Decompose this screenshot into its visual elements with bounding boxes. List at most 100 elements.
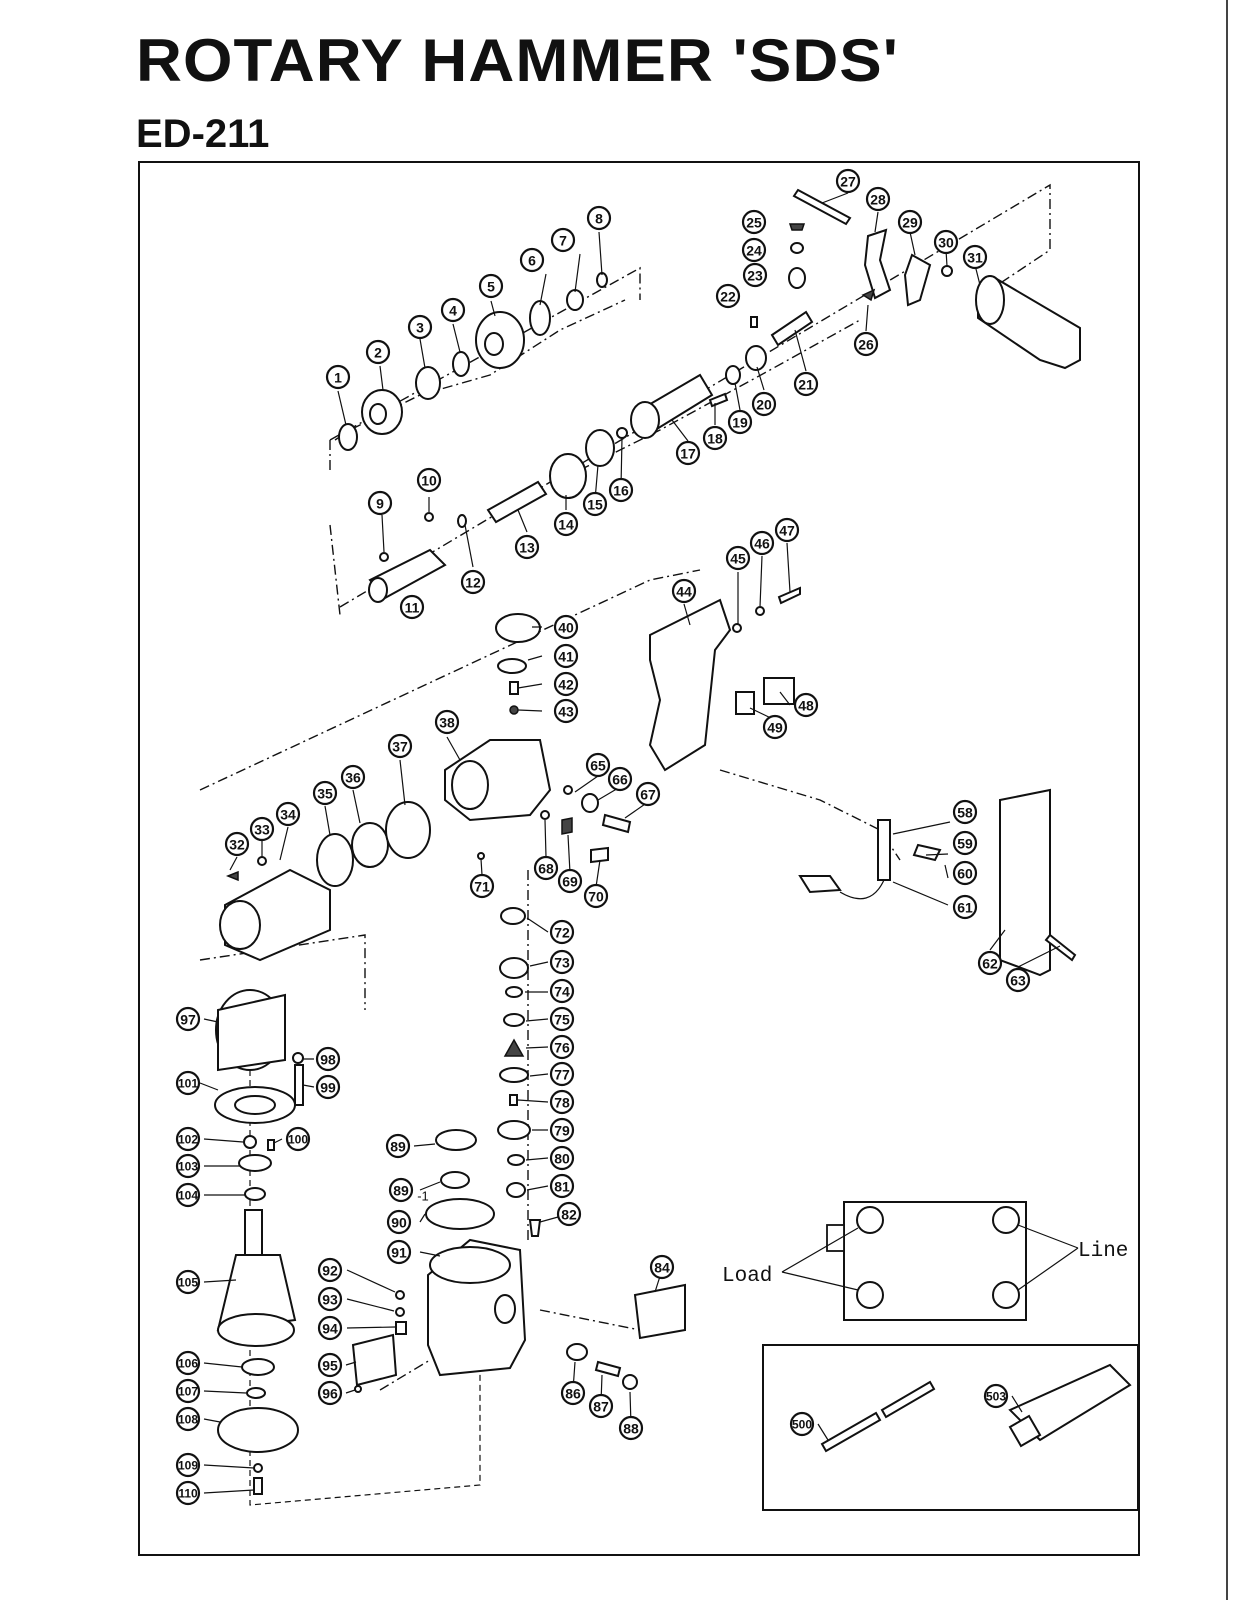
part-number-label: 106 bbox=[178, 1357, 198, 1371]
part-callout-40: 40 bbox=[553, 614, 579, 640]
part-callout-circle bbox=[365, 339, 391, 365]
part-callout-circle bbox=[582, 491, 608, 517]
part-number-label: 4 bbox=[449, 303, 457, 319]
part-callout-circle bbox=[549, 1145, 575, 1171]
part-number-label: 104 bbox=[178, 1189, 198, 1203]
wiring-inset: Load Line bbox=[722, 1201, 1128, 1321]
part-callout-41: 41 bbox=[553, 643, 579, 669]
part-number-label: 58 bbox=[957, 805, 973, 821]
part-callout-circle bbox=[549, 919, 575, 945]
part-callout-26: 26 bbox=[853, 331, 879, 357]
part-callout-38: 38 bbox=[434, 709, 460, 735]
part-number-label: 49 bbox=[767, 720, 783, 736]
part-callout-circle bbox=[317, 1257, 343, 1283]
part-callout-31: 31 bbox=[962, 244, 988, 270]
part-number-label: 100 bbox=[288, 1133, 308, 1147]
part-callout-circle bbox=[399, 594, 425, 620]
part-number-label: 68 bbox=[538, 861, 554, 877]
part-callout-16: 16 bbox=[608, 477, 634, 503]
part-number-label: 88 bbox=[623, 1421, 639, 1437]
part-number-label: 34 bbox=[280, 807, 296, 823]
part-callout-circle bbox=[897, 209, 923, 235]
part-callout-33: 33 bbox=[249, 816, 275, 842]
part-number-label: 32 bbox=[229, 837, 245, 853]
part-callout-104: 104 bbox=[175, 1182, 201, 1208]
part-number-label: 19 bbox=[732, 415, 748, 431]
part-callout-98: 98 bbox=[315, 1046, 341, 1072]
part-number-label: 103 bbox=[178, 1160, 198, 1174]
part-callout-30: 30 bbox=[933, 229, 959, 255]
diagram-frame bbox=[138, 161, 1140, 1556]
part-number-label: 107 bbox=[178, 1385, 198, 1399]
part-callout-61: 61 bbox=[952, 894, 978, 920]
part-callout-9: 9 bbox=[367, 490, 393, 516]
part-callout-5: 5 bbox=[478, 273, 504, 299]
part-number-label: 94 bbox=[322, 1321, 338, 1337]
part-number-label: 105 bbox=[178, 1276, 198, 1290]
part-callout-circle bbox=[749, 530, 775, 556]
part-callout-circle bbox=[416, 467, 442, 493]
part-callout-22: 22 bbox=[715, 283, 741, 309]
part-number-label: 66 bbox=[612, 772, 628, 788]
part-callout-23: 23 bbox=[742, 262, 768, 288]
part-callout-circle bbox=[317, 1352, 343, 1378]
part-callout-84: 84 bbox=[649, 1254, 675, 1280]
part-callout-circle bbox=[478, 273, 504, 299]
part-callout-circle bbox=[607, 766, 633, 792]
part-callout-106: 106 bbox=[175, 1350, 201, 1376]
part-callout-circle bbox=[533, 855, 559, 881]
part-callout-circle bbox=[741, 209, 767, 235]
part-callout-circle bbox=[553, 614, 579, 640]
part-number-label: 86 bbox=[565, 1386, 581, 1402]
part-callout-circle bbox=[952, 860, 978, 886]
part-number-label: 30 bbox=[938, 235, 954, 251]
part-callout-6: 6 bbox=[519, 247, 545, 273]
part-callout-circle bbox=[762, 714, 788, 740]
part-number-label: 108 bbox=[178, 1413, 198, 1427]
part-number-label: 15 bbox=[587, 497, 603, 513]
part-number-label: 61 bbox=[957, 900, 973, 916]
part-number-label: 22 bbox=[720, 289, 736, 305]
part-callout-circle bbox=[387, 733, 413, 759]
part-callout-78: 78 bbox=[549, 1089, 575, 1115]
part-callout-97: 97 bbox=[175, 1006, 201, 1032]
part-callout-500: 500 bbox=[789, 1411, 815, 1437]
part-callout-circle bbox=[977, 950, 1003, 976]
part-number-label: 76 bbox=[554, 1040, 570, 1056]
part-callout-94: 94 bbox=[317, 1315, 343, 1341]
part-number-label: 98 bbox=[320, 1052, 336, 1068]
part-callout-circle bbox=[933, 229, 959, 255]
part-callout-circle bbox=[727, 409, 753, 435]
part-callout-circle bbox=[550, 227, 576, 253]
part-callout-66: 66 bbox=[607, 766, 633, 792]
part-callout-95: 95 bbox=[317, 1352, 343, 1378]
part-callout-circle bbox=[741, 237, 767, 263]
part-callout-circle bbox=[315, 1074, 341, 1100]
part-callout-76: 76 bbox=[549, 1034, 575, 1060]
terminal-load-bottom bbox=[856, 1281, 884, 1309]
part-callout-15: 15 bbox=[582, 491, 608, 517]
part-number-label: 14 bbox=[558, 517, 574, 533]
part-callout-2: 2 bbox=[365, 339, 391, 365]
part-callout-circle bbox=[751, 391, 777, 417]
part-callout-92: 92 bbox=[317, 1257, 343, 1283]
part-callout-circle bbox=[774, 517, 800, 543]
part-callout-circle bbox=[865, 186, 891, 212]
part-number-label: 72 bbox=[554, 925, 570, 941]
part-callout-circle bbox=[549, 1089, 575, 1115]
part-callout-circle bbox=[175, 1269, 201, 1295]
part-number-label: 95 bbox=[322, 1358, 338, 1374]
part-callout-circle bbox=[317, 1315, 343, 1341]
part-number-label: 82 bbox=[561, 1207, 577, 1223]
part-callout-65: 65 bbox=[585, 752, 611, 778]
part-number-label: 31 bbox=[967, 250, 983, 266]
part-callout-circle bbox=[340, 764, 366, 790]
part-number-label: 5 bbox=[487, 279, 495, 295]
part-callout-circle bbox=[519, 247, 545, 273]
part-number-label: 109 bbox=[178, 1459, 198, 1473]
part-number-label: 42 bbox=[558, 677, 574, 693]
part-callout-circle bbox=[853, 331, 879, 357]
part-callout-80: 80 bbox=[549, 1145, 575, 1171]
part-number-label: 17 bbox=[680, 446, 696, 462]
part-callout-110: 110 bbox=[175, 1480, 201, 1506]
